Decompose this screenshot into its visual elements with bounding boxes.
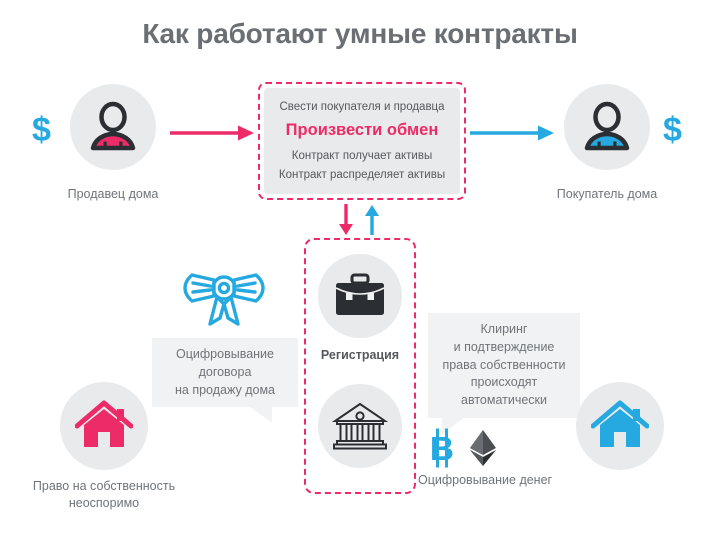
money-digitization-label: Оцифровывание денег bbox=[418, 473, 553, 487]
ownership-label-line-2: неоспоримо bbox=[68, 495, 140, 510]
arrow-contract-down bbox=[337, 204, 355, 241]
callout-right: Клиринг и подтверждение права собственно… bbox=[428, 313, 580, 434]
arrow-right-pink-icon bbox=[170, 125, 254, 141]
house-right-circle bbox=[576, 382, 664, 470]
certificate-ribbon-icon bbox=[183, 273, 265, 326]
registration-label: Регистрация bbox=[320, 348, 400, 362]
callout-right-line-5: автоматически bbox=[461, 393, 547, 407]
ownership-label-line-1: Право на собственность bbox=[32, 479, 176, 493]
seller-dollar-icon: $ bbox=[32, 111, 51, 149]
arrow-contract-to-buyer bbox=[470, 124, 556, 147]
arrow-seller-to-contract bbox=[170, 124, 256, 147]
seller-avatar-circle bbox=[70, 84, 156, 170]
arrow-up-blue-icon bbox=[365, 205, 379, 235]
registry-box bbox=[304, 238, 416, 494]
arrow-registry-up bbox=[363, 204, 381, 241]
ownership-circle bbox=[60, 382, 148, 470]
svg-text:B: B bbox=[430, 430, 454, 467]
contract-line-3: Контракт распределяет активы bbox=[278, 168, 446, 181]
callout-left-body: Оцифровывание договора на продажу дома bbox=[152, 338, 298, 408]
callout-left-line-1: Оцифровывание bbox=[176, 347, 274, 361]
callout-left: Оцифровывание договора на продажу дома bbox=[152, 338, 298, 424]
callout-left-tail bbox=[250, 407, 272, 424]
callout-right-line-2: и подтверждение bbox=[453, 339, 555, 354]
arrow-down-pink-icon bbox=[339, 204, 353, 235]
house-icon bbox=[591, 400, 649, 447]
certificate-icon-wrap bbox=[180, 264, 268, 341]
crypto-icons: B B bbox=[428, 428, 498, 468]
seller-label: Продавец дома bbox=[67, 187, 159, 201]
ethereum-icon bbox=[470, 430, 497, 466]
callout-left-line-2: договора bbox=[198, 364, 252, 379]
registration-circle bbox=[318, 254, 402, 338]
briefcase-icon bbox=[335, 273, 385, 315]
smart-contract-box: Свести покупателя и продавца Произвести … bbox=[258, 82, 466, 200]
buyer-label: Покупатель дома bbox=[556, 187, 658, 201]
house-icon bbox=[75, 400, 133, 447]
person-icon bbox=[584, 101, 630, 151]
contract-line-2: Контракт получает активы bbox=[291, 150, 433, 163]
callout-right-line-4: происходят bbox=[470, 375, 538, 390]
arrow-right-blue-icon bbox=[470, 125, 554, 141]
callout-right-line-1: Клиринг bbox=[480, 322, 528, 336]
contract-line-1: Свести покупателя и продавца bbox=[279, 100, 445, 113]
bank-building-icon bbox=[332, 402, 388, 450]
contract-headline: Произвести обмен bbox=[285, 121, 439, 140]
bank-circle bbox=[318, 384, 402, 468]
buyer-dollar-icon: $ bbox=[663, 111, 682, 149]
page-title: Как работают умные контракты bbox=[142, 18, 578, 49]
callout-right-line-3: права собственности bbox=[442, 357, 566, 372]
callout-left-line-3: на продажу дома bbox=[175, 382, 275, 397]
smart-contract-inner: Свести покупателя и продавца Произвести … bbox=[264, 88, 460, 194]
buyer-avatar-circle bbox=[564, 84, 650, 170]
bitcoin-icon: B B bbox=[430, 428, 454, 468]
person-icon bbox=[90, 101, 136, 151]
ownership-label: Право на собственность неоспоримо bbox=[10, 478, 198, 511]
callout-right-body: Клиринг и подтверждение права собственно… bbox=[428, 313, 580, 418]
